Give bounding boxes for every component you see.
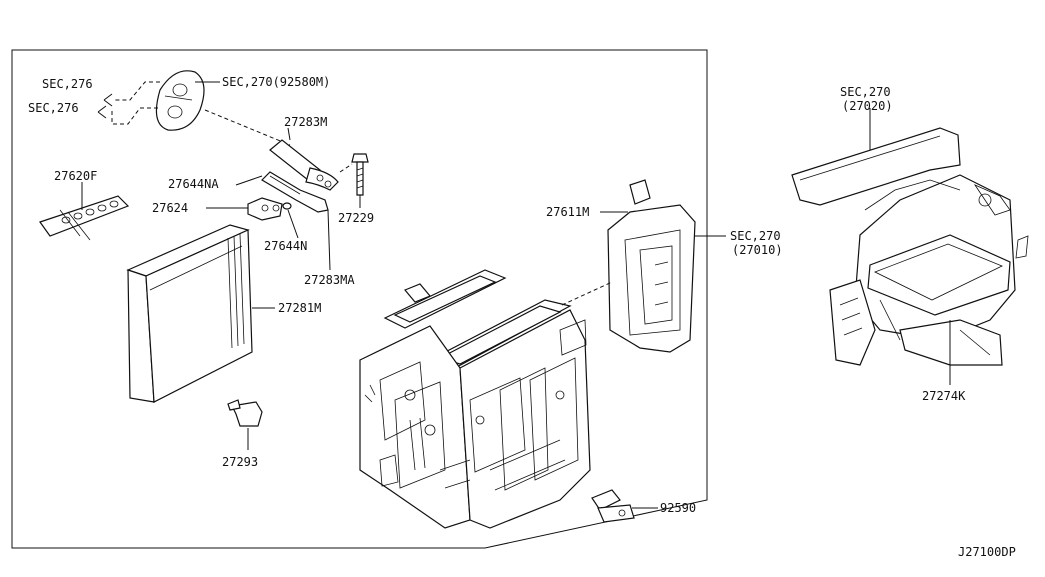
label-27644n: 27644N [264,239,307,253]
label-27229: 27229 [338,211,374,225]
label-27281m: 27281M [278,301,321,315]
label-27283ma: 27283MA [304,273,355,287]
diagram-code: J27100DP [958,545,1016,559]
oring-27644n [282,202,292,210]
label-27611m: 27611M [546,205,589,219]
leader-lines [81,81,951,509]
label-sec270-right-sub: (27020) [842,99,893,113]
bolt-27229 [339,153,369,196]
label-sec276-a: SEC,276 [42,77,93,91]
right-unit-assembly [791,127,1029,366]
label-27293: 27293 [222,455,258,469]
label-sec270-right: SEC,270 [840,85,891,99]
hvac-unit-case [359,269,591,529]
pipe-27283m [269,139,339,191]
label-sec270-main: SEC,270 [730,229,781,243]
label-27274k: 27274K [922,389,966,403]
clip-92590 [591,489,635,523]
duct-27611m [607,179,696,353]
pipe-seal-block [155,70,205,131]
label-27624: 27624 [152,201,188,215]
pipe-27283ma [261,171,329,213]
label-27644na: 27644NA [168,177,219,191]
tag-27620f [39,195,130,241]
label-sec276-b: SEC,276 [28,101,79,115]
label-27283m: 27283M [284,115,327,129]
label-sec270-main-sub: (27010) [732,243,783,257]
sec276-arrows [97,81,160,125]
block-27624 [247,197,283,221]
evaporator-27281m [126,224,253,403]
label-27620f: 27620F [54,169,97,183]
sensor-27293 [227,399,263,427]
assembly-frame [11,49,708,549]
label-sec270-92580m: SEC,270(92580M) [222,75,330,89]
label-92590: 92590 [660,501,696,515]
